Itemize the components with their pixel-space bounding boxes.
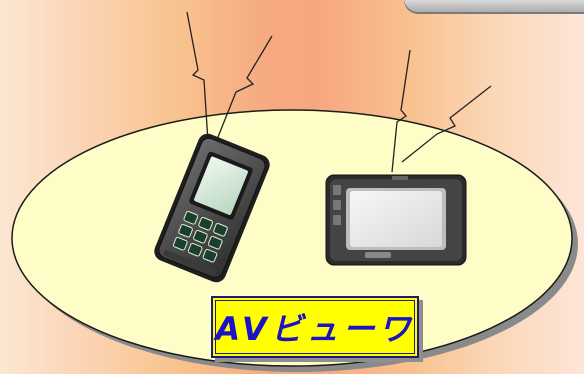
caption-box: AVビューワ [211, 296, 419, 358]
viewer-signal-line-left [391, 49, 411, 173]
wireless-signal-icon [186, 11, 273, 143]
av-viewer-device-icon [325, 174, 467, 266]
phone-signal-line-left [186, 11, 209, 143]
mobile-phone-icon [154, 133, 270, 283]
corner-tab-decoration [404, 0, 584, 14]
viewer-signal-line-right [401, 85, 492, 163]
wireless-signal-icon [391, 49, 492, 173]
network-area-ellipse [11, 109, 573, 367]
caption-label: AVビューワ [215, 310, 415, 348]
phone-signal-line-right [215, 35, 273, 143]
